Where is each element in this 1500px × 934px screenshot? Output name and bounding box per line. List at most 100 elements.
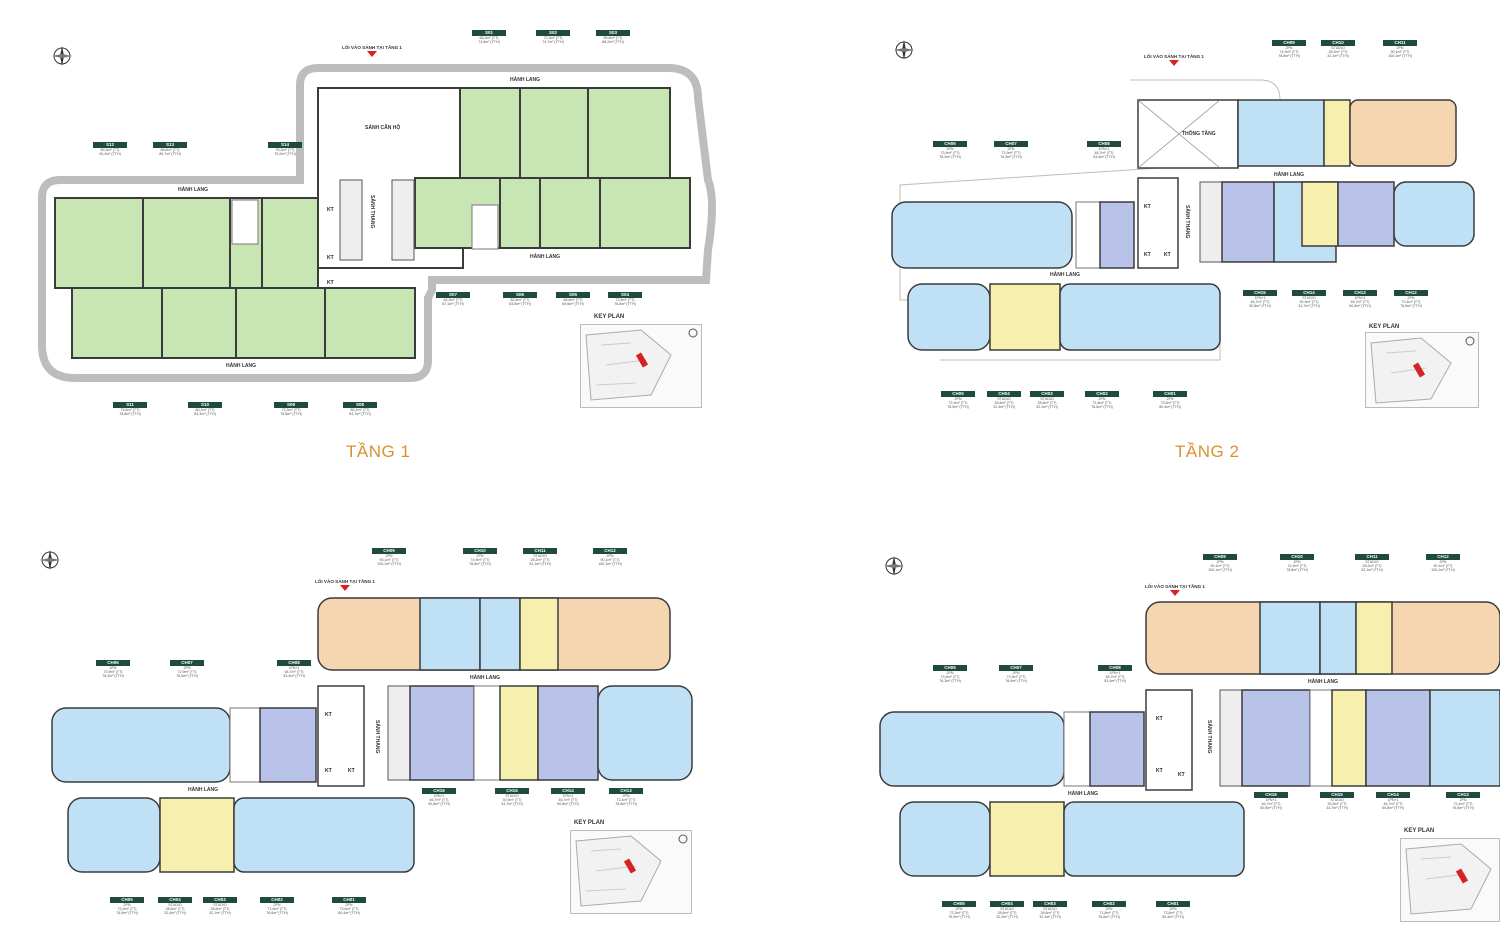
floor-1-corridor-bottom: HÀNH LANG xyxy=(226,363,256,369)
floor-4-elevator-hall: SẢNH THANG xyxy=(1206,720,1212,754)
floor-1-corridor-top: HÀNH LANG xyxy=(510,77,540,83)
floor-2-kt-1: KT xyxy=(1144,204,1151,210)
floor-3-drawing xyxy=(51,597,693,873)
floor-1-corridor-outline xyxy=(38,64,716,382)
floor-1-corridor-mid: HÀNH LANG xyxy=(530,254,560,260)
entrance-arrow-icon xyxy=(367,51,377,57)
floor-2-corridor-right: HÀNH LANG xyxy=(1274,172,1304,178)
floor-4-plan: LỐI VÀO SẢNH TẠI TẦNG 1 HÀNH LANG HÀNH L… xyxy=(860,480,1500,934)
floor-2-void: THÔNG TẦNG xyxy=(1182,131,1216,137)
compass-icon xyxy=(38,548,62,572)
floor-3-plan: LỐI VÀO SẢNH TẠI TẦNG 1 HÀNH LANG HÀNH L… xyxy=(0,480,750,934)
floor-3-corridor-left: HÀNH LANG xyxy=(188,787,218,793)
floor-1-kt-2: KT xyxy=(327,255,334,261)
floor-3-kt-2: KT xyxy=(325,768,332,774)
floor-1-elevator-hall: SẢNH THANG xyxy=(369,195,375,229)
entrance-arrow-icon xyxy=(1170,590,1180,596)
entrance-arrow-icon xyxy=(340,585,350,591)
compass-icon xyxy=(882,554,906,578)
compass-icon xyxy=(892,38,916,62)
floor-1-key-plan: KEY PLAN xyxy=(580,312,702,408)
floor-2-corridor-left: HÀNH LANG xyxy=(1050,272,1080,278)
floor-3-entrance-marker: LỐI VÀO SẢNH TẠI TẦNG 1 xyxy=(305,579,385,591)
floor-3-corridor-right: HÀNH LANG xyxy=(470,675,500,681)
floor-1-kt-3: KT xyxy=(327,280,334,286)
floor-3-kt-1: KT xyxy=(325,712,332,718)
floor-2-entrance-marker: LỐI VÀO SẢNH TẠI TẦNG 1 xyxy=(1134,54,1214,66)
floor-1-corridor-left: HÀNH LANG xyxy=(178,187,208,193)
floor-4-corridor-left: HÀNH LANG xyxy=(1068,791,1098,797)
floor-2-kt-2: KT xyxy=(1144,252,1151,258)
floor-4-key-plan: KEY PLAN xyxy=(1400,826,1500,922)
floor-2-elevator-hall: SẢNH THANG xyxy=(1184,205,1190,239)
floor-1-plan: LỐI VÀO SẢNH TẠI TẦNG 1 SẢNH CĂN HỘ HÀNH… xyxy=(0,0,750,470)
floor-3-elevator-hall: SẢNH THANG xyxy=(374,720,380,754)
floor-4-corridor-right: HÀNH LANG xyxy=(1308,679,1338,685)
floor-1-entrance-marker: LỐI VÀO SẢNH TẠI TẦNG 1 xyxy=(332,45,412,57)
floor-4-drawing xyxy=(879,601,1500,877)
floor-1-apartment-lobby: SẢNH CĂN HỘ xyxy=(365,125,401,131)
